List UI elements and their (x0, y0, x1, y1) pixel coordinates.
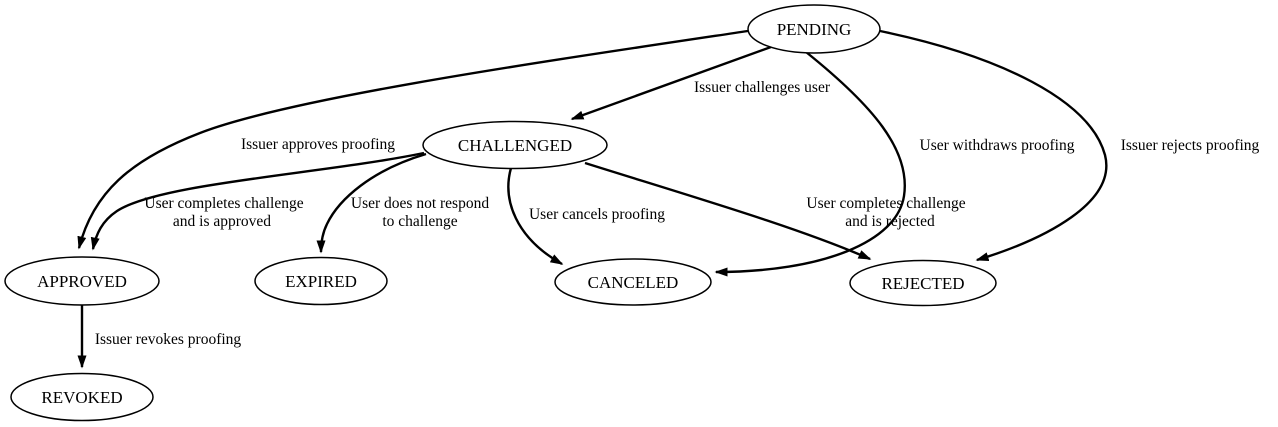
edge-challenged-expired (316, 152, 427, 254)
edge-label-user-withdraws-proofing: User withdraws proofing (920, 137, 1075, 154)
node-expired-ellipse (254, 256, 388, 306)
edges (77, 29, 1108, 369)
edge-pending-approved (77, 29, 749, 250)
edge-label-user-completes-rejected-line1: User completes challenge (806, 195, 965, 212)
node-canceled: CANCELED (554, 258, 712, 306)
node-expired-label: EXPIRED (285, 272, 357, 291)
edge-label-user-completes-approved-line1: User completes challenge (144, 195, 303, 212)
node-challenged: CHALLENGED (422, 120, 608, 170)
node-canceled-label: CANCELED (588, 273, 679, 292)
edge-challenged-canceled (507, 167, 564, 266)
edge-label-user-does-not-respond-line2: to challenge (382, 213, 457, 230)
edge-label-issuer-revokes-proofing: Issuer revokes proofing (95, 331, 242, 348)
edge-pending-canceled (714, 51, 907, 277)
edge-label-user-cancels-proofing: User cancels proofing (529, 206, 665, 223)
node-approved: APPROVED (4, 256, 160, 306)
node-pending-label: PENDING (777, 20, 852, 39)
node-rejected: REJECTED (849, 259, 997, 307)
node-revoked-label: REVOKED (41, 388, 122, 407)
node-challenged-label: CHALLENGED (458, 136, 572, 155)
node-pending: PENDING (747, 4, 881, 54)
edge-challenged-approved (90, 151, 425, 251)
edge-pending-challenged (570, 45, 772, 121)
edge-pending-rejected (879, 29, 1108, 262)
node-challenged-ellipse (422, 120, 608, 170)
node-rejected-label: REJECTED (881, 274, 964, 293)
node-pending-ellipse (747, 4, 881, 54)
node-revoked: REVOKED (10, 372, 154, 422)
node-revoked-ellipse (10, 372, 154, 422)
node-expired: EXPIRED (254, 256, 388, 306)
node-canceled-ellipse (554, 258, 712, 306)
node-approved-label: APPROVED (37, 272, 127, 291)
nodes: PENDING CHALLENGED APPROVED EXPIRED CANC… (4, 4, 997, 422)
edge-labels: Issuer challenges user Issuer approves p… (95, 79, 1260, 348)
edge-label-user-completes-approved-line2: and is approved (173, 213, 271, 230)
edge-label-user-does-not-respond-line1: User does not respond (351, 195, 489, 212)
edge-label-user-completes-rejected-line2: and is rejected (845, 213, 935, 230)
edge-label-issuer-challenges-user: Issuer challenges user (694, 79, 831, 96)
edge-label-issuer-approves-proofing: Issuer approves proofing (241, 136, 395, 153)
node-approved-ellipse (4, 256, 160, 306)
edge-challenged-rejected (584, 161, 872, 261)
edge-label-issuer-rejects-proofing: Issuer rejects proofing (1121, 137, 1260, 154)
node-rejected-ellipse (849, 259, 997, 307)
